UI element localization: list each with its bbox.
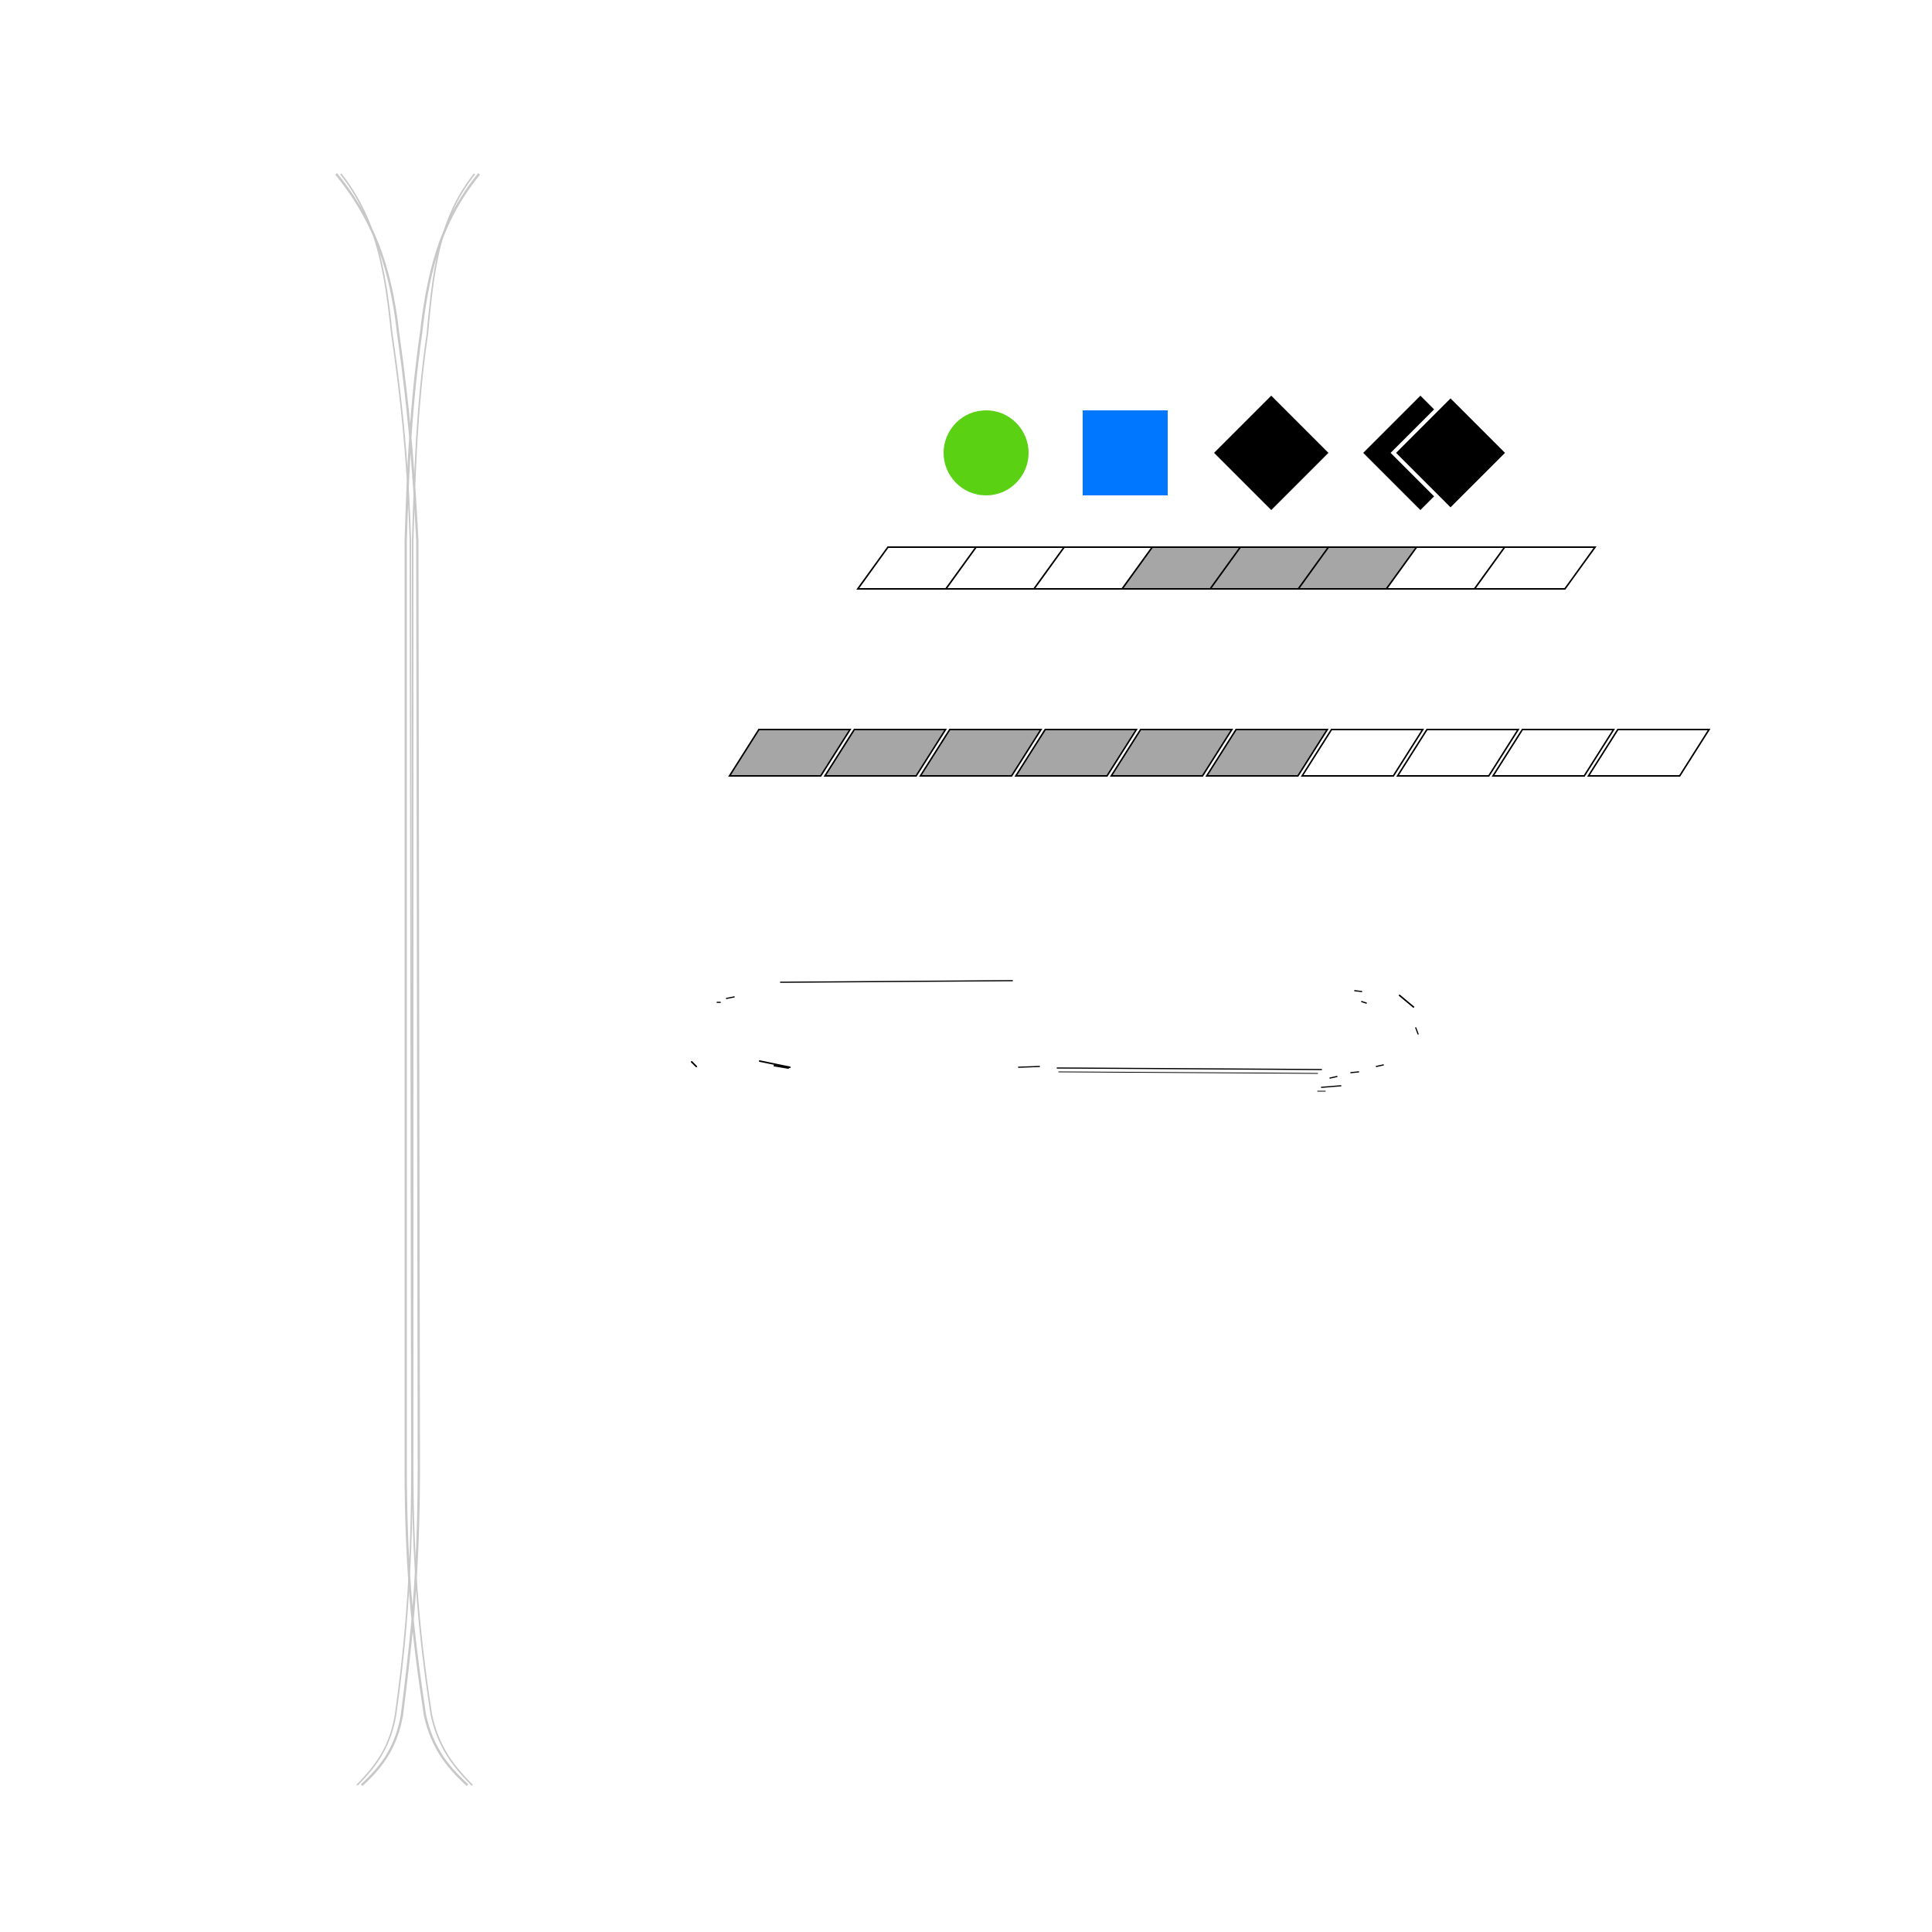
rating-cell-filled bbox=[728, 729, 852, 777]
scribble-mark bbox=[1376, 1064, 1384, 1067]
scribble-mark bbox=[1018, 1066, 1040, 1068]
ski-inner-edge bbox=[340, 173, 475, 1786]
rating-cell-empty bbox=[1587, 729, 1711, 777]
ski-outline-graphic bbox=[335, 173, 481, 1787]
rating-cell-filled bbox=[823, 729, 947, 777]
rating-bars bbox=[728, 546, 1711, 777]
scribble-mark bbox=[1350, 1071, 1359, 1073]
ski-outer-edge bbox=[335, 173, 481, 1787]
scribble-line bbox=[780, 980, 1013, 983]
rating-cell-empty bbox=[1492, 729, 1615, 777]
difficulty-icons bbox=[944, 393, 1511, 513]
scribble-mark bbox=[1361, 1001, 1367, 1004]
scribble-marks bbox=[691, 980, 1419, 1092]
rating-cell-empty bbox=[1473, 546, 1597, 590]
scribble-mark bbox=[1399, 995, 1414, 1008]
scribble-line bbox=[1058, 1071, 1318, 1074]
scribble-mark bbox=[726, 996, 735, 999]
rating-bar-2 bbox=[728, 729, 1711, 777]
scribble-mark bbox=[774, 1065, 789, 1069]
scribble-mark bbox=[1321, 1085, 1342, 1088]
green-circle-icon bbox=[944, 410, 1029, 495]
scribble-line bbox=[1056, 1067, 1322, 1070]
rating-cell-empty bbox=[1301, 729, 1424, 777]
scribble-mark bbox=[691, 1061, 697, 1067]
rating-cell-empty bbox=[1396, 729, 1520, 777]
double-black-diamond-icon bbox=[1363, 393, 1511, 513]
rating-cell-filled bbox=[919, 729, 1043, 777]
scribble-mark bbox=[759, 1060, 791, 1068]
double-diamond-front bbox=[1390, 393, 1511, 513]
scribble-mark bbox=[1415, 1027, 1419, 1035]
blue-square-icon bbox=[1083, 410, 1168, 495]
black-diamond-icon bbox=[1214, 396, 1328, 510]
rating-bar-1 bbox=[856, 546, 1597, 590]
rating-cell-filled bbox=[1110, 729, 1233, 777]
rating-cell-filled bbox=[1014, 729, 1138, 777]
rating-cell-filled bbox=[1205, 729, 1329, 777]
scribble-mark bbox=[1329, 1076, 1338, 1079]
scribble-mark bbox=[1354, 990, 1362, 992]
